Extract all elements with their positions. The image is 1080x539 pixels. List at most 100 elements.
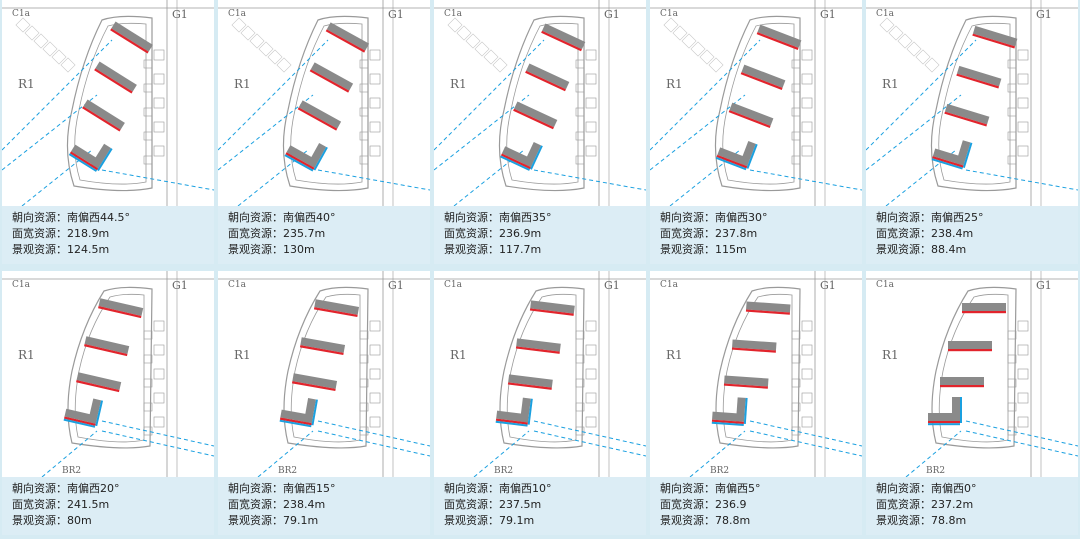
parcel-label-corner: C1a	[660, 9, 679, 19]
block-body	[292, 373, 338, 389]
villa-outline	[359, 330, 369, 340]
block-body	[523, 141, 542, 168]
residential-block	[940, 377, 984, 388]
frontage-text: 面宽资源：238.4m	[876, 227, 974, 240]
villa-outline	[1017, 49, 1029, 61]
sun-facing-edge	[309, 69, 350, 93]
sun-facing-edge	[745, 309, 790, 315]
sun-facing-edge	[279, 417, 312, 426]
block-body	[280, 409, 312, 423]
parcel-outline	[699, 49, 715, 65]
caption: 朝向资源：南偏西20° 面宽资源：241.5m 景观资源：80m	[12, 481, 210, 529]
sun-facing-edge	[928, 421, 960, 424]
parcel-outline	[276, 57, 292, 73]
sightline	[689, 430, 746, 477]
villa-outline	[143, 330, 153, 340]
residential-block	[529, 300, 575, 316]
sun-facing-edge	[711, 419, 744, 425]
orientation-text: 朝向资源：南偏西10°	[444, 482, 552, 495]
block-body	[87, 398, 102, 424]
villa-outline	[369, 49, 381, 61]
block-body	[111, 21, 153, 52]
residential-block	[325, 22, 370, 53]
parcel-outline	[240, 25, 256, 41]
l-shaped-block	[931, 140, 973, 170]
sightline	[533, 169, 646, 191]
view-facing-edge	[500, 155, 530, 171]
view-facing-edge	[960, 397, 962, 423]
orientation-text: 朝向资源：南偏西30°	[660, 211, 768, 224]
site-inner-boundary	[506, 22, 579, 185]
sightline	[41, 430, 98, 477]
view-text: 景观资源：78.8m	[876, 514, 967, 527]
orientation-text: 朝向资源：南偏西0°	[876, 482, 977, 495]
residential-block	[948, 341, 992, 352]
block-body	[944, 103, 990, 125]
block-body	[732, 339, 777, 351]
sun-facing-edge	[515, 346, 560, 354]
block-body	[956, 65, 1002, 87]
site-inner-boundary	[290, 22, 363, 185]
sightline	[749, 169, 862, 191]
villa-outline	[575, 330, 585, 340]
block-body	[932, 148, 964, 165]
site-boundary	[499, 286, 585, 449]
l-shaped-block	[500, 141, 543, 171]
sun-facing-edge	[944, 111, 988, 127]
site-boundary	[714, 15, 801, 192]
view-text: 景观资源：130m	[228, 243, 315, 256]
parcel-outline	[663, 17, 679, 33]
parcel-outline	[231, 17, 247, 33]
view-facing-edge	[495, 420, 528, 427]
block-body	[64, 408, 96, 424]
residential-block	[962, 303, 1006, 314]
villa-outline	[359, 402, 369, 412]
caption: 朝向资源：南偏西5° 面宽资源：236.9 景观资源：78.8m	[660, 481, 858, 529]
view-text: 景观资源：117.7m	[444, 243, 542, 256]
villa-outline	[801, 97, 813, 109]
block-body	[76, 372, 122, 390]
site-inner-boundary	[722, 22, 795, 185]
villa-outline	[153, 392, 165, 404]
frontage-text: 面宽资源：235.7m	[228, 227, 326, 240]
sightline	[866, 94, 962, 171]
villa-outline	[369, 97, 381, 109]
residential-block	[541, 23, 586, 52]
sightline	[434, 94, 530, 171]
villa-outline	[143, 131, 153, 141]
villa-outline	[143, 426, 153, 436]
villa-outline	[359, 83, 369, 93]
view-text: 景观资源：80m	[12, 514, 92, 527]
parcel-label-g1: G1	[1036, 279, 1052, 292]
block-body	[83, 99, 125, 130]
view-text: 景观资源：79.1m	[444, 514, 535, 527]
frontage-text: 面宽资源：238.4m	[228, 498, 326, 511]
sun-facing-edge	[110, 28, 149, 54]
sun-facing-edge	[541, 30, 582, 52]
site-inner-boundary	[938, 22, 1011, 185]
villa-outline	[153, 320, 165, 332]
view-facing-edge	[95, 400, 104, 427]
frontage-text: 面宽资源：237.8m	[660, 227, 758, 240]
villa-outline	[1007, 426, 1017, 436]
sun-facing-edge	[82, 106, 121, 132]
parcel-outline	[708, 57, 724, 73]
parcel-label-r1: R1	[234, 77, 251, 91]
parcel-label-g1: G1	[820, 8, 836, 21]
residential-block	[515, 338, 561, 354]
sun-facing-edge	[932, 156, 964, 168]
parcel-label-br2: BR2	[278, 466, 297, 476]
parcel-label-corner: C1a	[660, 280, 679, 290]
sightline	[257, 430, 314, 477]
caption: 朝向资源：南偏西25° 面宽资源：238.4m 景观资源：88.4m	[876, 210, 1074, 258]
villa-outline	[791, 59, 801, 69]
villa-outline	[791, 83, 801, 93]
parcel-outline	[915, 49, 931, 65]
orientation-text: 朝向资源：南偏西35°	[444, 211, 552, 224]
